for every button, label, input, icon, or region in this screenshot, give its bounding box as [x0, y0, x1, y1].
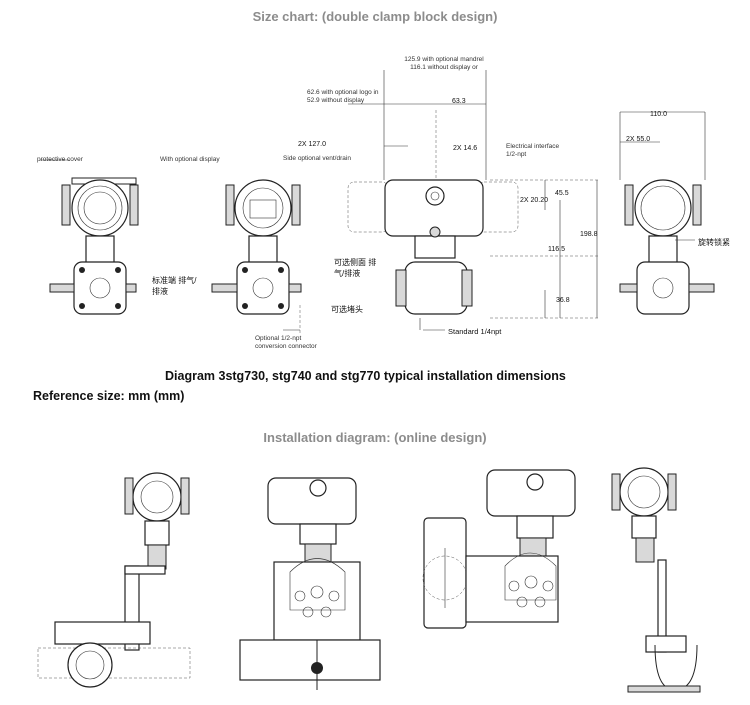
- label-standard-npt: Standard 1/4npt: [448, 327, 502, 336]
- install-view-3: [422, 469, 576, 629]
- label-optional-plug: 可选堵头: [331, 305, 363, 314]
- install-view-4: [611, 467, 701, 693]
- transmitter-front-display: [211, 179, 302, 335]
- dim-36-8: 36.8: [556, 297, 570, 304]
- label-electrical-interface: Electrical interface 1/2-npt: [506, 143, 560, 158]
- dim-127: 2X 127.0: [298, 141, 327, 148]
- dim-116-5: 116.5: [548, 246, 565, 253]
- label-side-note: Side optional vent/drain: [283, 155, 351, 162]
- reference-size: Reference size: mm (mm): [33, 389, 185, 403]
- label-with-display: With optional display: [160, 156, 220, 163]
- install-view-1: [37, 472, 191, 688]
- dim-45-5: 45.5: [555, 190, 569, 197]
- dim-198-8: 198.8: [580, 231, 598, 238]
- label-optional-side: 可选侧面 排气/排液: [334, 258, 377, 278]
- label-protective-cover: protective cover: [37, 156, 83, 163]
- dim-14-6: 2X 14.6: [453, 145, 478, 152]
- dim-110: 110.0: [650, 111, 667, 118]
- label-top-option: 125.9 with optional mandrel 116.1 withou…: [404, 56, 484, 71]
- transmitter-front-left: [40, 159, 139, 315]
- transmitter-side-dimensioned: [347, 70, 600, 331]
- size-chart-title: Size chart: (double clamp block design): [252, 9, 498, 24]
- dim-63-3: 63.3: [452, 98, 466, 105]
- install-view-2: [239, 477, 381, 690]
- label-standard-vent: 标准端 排气/排液: [152, 276, 197, 296]
- label-rotate-lock: 旋转锁紧: [698, 238, 730, 247]
- installation-title: Installation diagram: (online design): [263, 430, 487, 445]
- dim-55: 2X 55.0: [626, 136, 651, 143]
- label-left-option: 62.6 with optional logo in 52.9 without …: [307, 89, 379, 104]
- transmitter-right-view: [619, 111, 715, 315]
- dim-20-20: 2X 20.20: [520, 197, 549, 204]
- label-optional-conv: Optional 1/2-npt conversion connector: [255, 335, 317, 350]
- diagram-caption: Diagram 3stg730, stg740 and stg770 typic…: [165, 369, 566, 383]
